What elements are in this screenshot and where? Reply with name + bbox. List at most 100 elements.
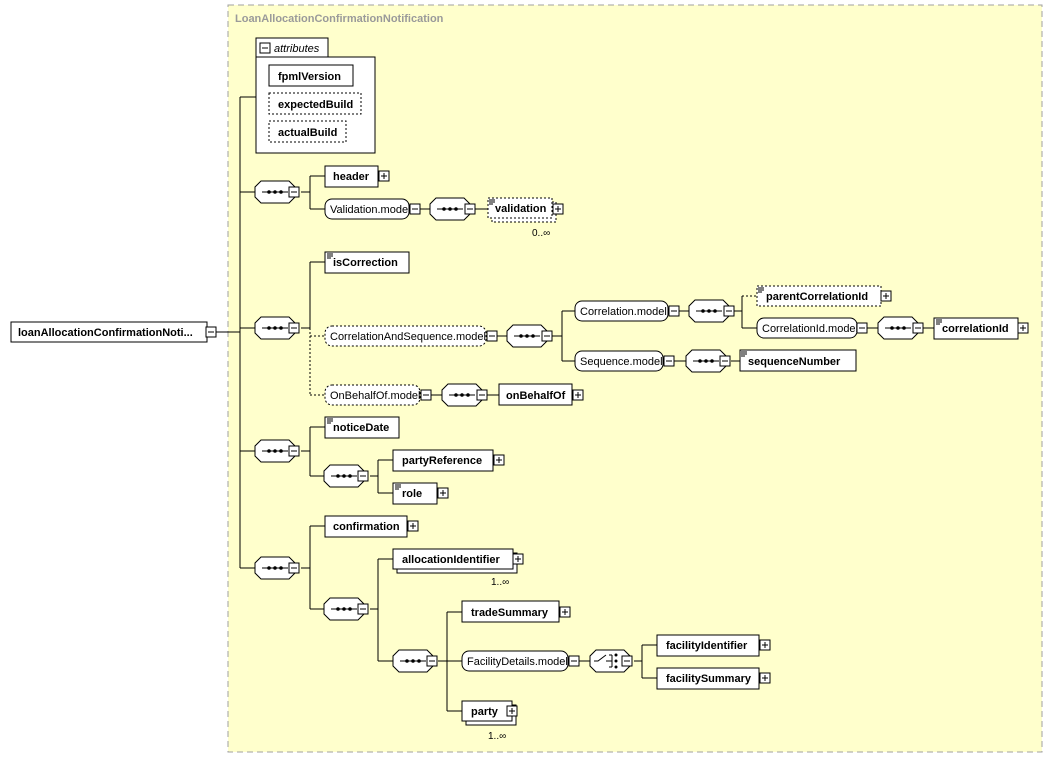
- attributes-collapse-icon[interactable]: [259, 42, 271, 54]
- group-title: LoanAllocationConfirmationNotification: [235, 13, 444, 25]
- element-label: isCorrection: [333, 257, 398, 269]
- collapse-icon[interactable]: [288, 186, 300, 198]
- collapse-icon[interactable]: [723, 305, 735, 317]
- element-label: facilityIdentifier: [666, 640, 748, 652]
- occurrence-label: 1..∞: [491, 577, 509, 588]
- group-label: CorrelationId.model: [762, 323, 858, 335]
- attribute-actualBuild[interactable]: actualBuild: [268, 120, 347, 143]
- element-correlationId[interactable]: correlationId: [933, 317, 1019, 340]
- collapse-icon[interactable]: [420, 389, 432, 401]
- sequence-icon: [429, 197, 471, 221]
- collapse-icon[interactable]: [912, 322, 924, 334]
- element-facilityIdentifier[interactable]: facilityIdentifier: [656, 634, 760, 657]
- element-parentCorrelationId[interactable]: parentCorrelationId: [756, 285, 882, 307]
- collapse-icon[interactable]: [568, 655, 580, 667]
- element-tradeSummary[interactable]: tradeSummary: [461, 600, 560, 623]
- element-label: allocationIdentifier: [402, 554, 501, 566]
- group-onBehalfOf-model[interactable]: OnBehalfOf.model: [324, 384, 421, 406]
- expand-icon[interactable]: [559, 606, 571, 618]
- element-validation[interactable]: validation: [487, 197, 557, 223]
- expand-icon[interactable]: [552, 203, 564, 215]
- collapse-icon[interactable]: [464, 203, 476, 215]
- occurrence-label: 0..∞: [532, 228, 550, 239]
- element-role[interactable]: role: [392, 482, 438, 505]
- collapse-icon[interactable]: [719, 355, 731, 367]
- group-label: Correlation.model: [580, 306, 667, 318]
- element-partyReference[interactable]: partyReference: [392, 449, 494, 472]
- root-element[interactable]: loanAllocationConfirmationNoti...: [10, 321, 208, 343]
- collapse-icon[interactable]: [426, 655, 438, 667]
- element-header[interactable]: header: [324, 165, 379, 188]
- group-correlationId-model[interactable]: CorrelationId.model: [756, 317, 858, 339]
- expand-icon[interactable]: [759, 672, 771, 684]
- attribute-label: expectedBuild: [278, 99, 353, 111]
- collapse-icon[interactable]: [663, 355, 675, 367]
- expand-icon[interactable]: [759, 639, 771, 651]
- element-sequenceNumber[interactable]: sequenceNumber: [739, 349, 857, 372]
- group-sequence-model[interactable]: Sequence.model: [574, 350, 664, 372]
- element-allocationIdentifier[interactable]: allocationIdentifier: [392, 548, 518, 574]
- collapse-icon[interactable]: [486, 330, 498, 342]
- expand-icon[interactable]: [572, 389, 584, 401]
- sequence-icon: [506, 324, 548, 348]
- element-label: noticeDate: [333, 422, 389, 434]
- collapse-icon[interactable]: [856, 322, 868, 334]
- group-label: Validation.model: [330, 204, 411, 216]
- sequence-icon: [441, 383, 483, 407]
- group-correlation-model[interactable]: Correlation.model: [574, 300, 669, 322]
- expand-icon[interactable]: [1017, 322, 1029, 334]
- expand-icon[interactable]: [493, 454, 505, 466]
- expand-icon[interactable]: [437, 487, 449, 499]
- element-label: header: [333, 171, 370, 183]
- attribute-fpmlVersion[interactable]: fpmlVersion: [268, 64, 354, 87]
- expand-icon[interactable]: [512, 553, 524, 565]
- group-label: FacilityDetails.model: [467, 656, 568, 668]
- element-label: confirmation: [333, 521, 400, 533]
- collapse-icon[interactable]: [357, 603, 369, 615]
- sequence-icon: [688, 299, 730, 323]
- occurrence-label: 1..∞: [488, 731, 506, 742]
- expand-icon[interactable]: [378, 170, 390, 182]
- collapse-icon[interactable]: [541, 330, 553, 342]
- collapse-icon[interactable]: [357, 470, 369, 482]
- expand-icon[interactable]: [880, 290, 892, 302]
- group-correlation-and-sequence-model[interactable]: CorrelationAndSequence.model: [324, 325, 487, 347]
- root-element-label: loanAllocationConfirmationNoti...: [18, 327, 193, 339]
- attributes-header: attributes: [274, 43, 320, 55]
- collapse-icon[interactable]: [409, 203, 421, 215]
- group-facilityDetails-model[interactable]: FacilityDetails.model: [461, 650, 569, 672]
- attribute-expectedBuild[interactable]: expectedBuild: [268, 92, 362, 115]
- attribute-label: actualBuild: [278, 127, 337, 139]
- element-label: role: [402, 488, 422, 500]
- element-label: onBehalfOf: [506, 390, 566, 402]
- sequence-icon: [877, 316, 919, 340]
- expand-icon[interactable]: [506, 705, 518, 717]
- connector-lines: [216, 96, 934, 712]
- group-label: Sequence.model: [580, 356, 663, 368]
- element-label: validation: [495, 203, 547, 215]
- element-label: party: [471, 706, 499, 718]
- group-label: OnBehalfOf.model: [330, 390, 421, 402]
- collapse-icon[interactable]: [288, 562, 300, 574]
- collapse-icon[interactable]: [288, 322, 300, 334]
- collapse-icon[interactable]: [668, 305, 680, 317]
- attribute-label: fpmlVersion: [278, 71, 341, 83]
- expand-icon[interactable]: [407, 520, 419, 532]
- group-validation-model[interactable]: Validation.model: [324, 198, 411, 220]
- element-noticeDate[interactable]: noticeDate: [324, 416, 400, 439]
- collapse-icon[interactable]: [205, 326, 217, 338]
- collapse-icon[interactable]: [288, 445, 300, 457]
- element-onBehalfOf[interactable]: onBehalfOf: [498, 383, 573, 406]
- collapse-icon[interactable]: [621, 655, 633, 667]
- element-confirmation[interactable]: confirmation: [324, 515, 408, 538]
- element-label: partyReference: [402, 455, 482, 467]
- element-label: sequenceNumber: [748, 356, 841, 368]
- element-party[interactable]: party: [461, 700, 517, 726]
- element-label: correlationId: [942, 323, 1009, 335]
- element-facilitySummary[interactable]: facilitySummary: [656, 667, 760, 690]
- choice-icon: [589, 649, 631, 673]
- group-label: CorrelationAndSequence.model: [330, 331, 486, 343]
- element-isCorrection[interactable]: isCorrection: [324, 251, 410, 274]
- collapse-icon[interactable]: [476, 389, 488, 401]
